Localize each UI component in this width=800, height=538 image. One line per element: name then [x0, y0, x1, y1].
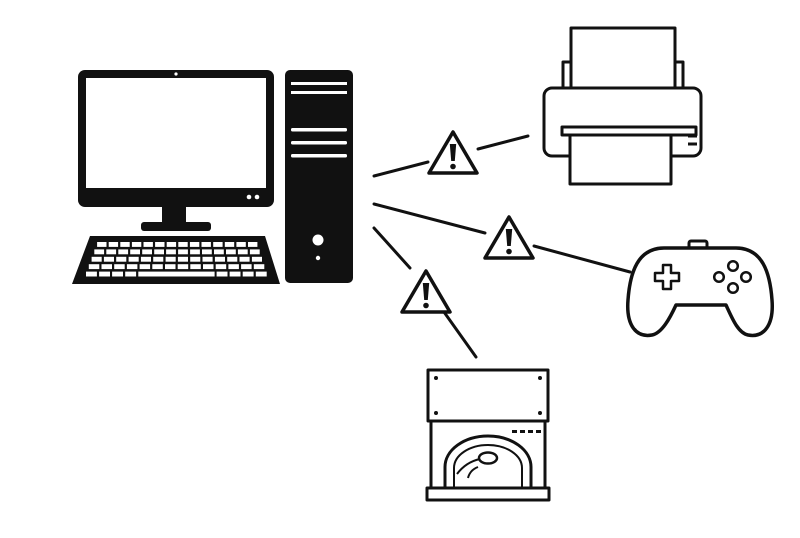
warning-triangle-icon [400, 269, 452, 314]
warning-triangle-icon [427, 130, 479, 175]
warning-triangle-icon [483, 215, 535, 260]
connections [372, 134, 632, 359]
printer-icon [542, 26, 703, 186]
desktop-computer-icon [72, 70, 353, 284]
keyboard-icon [72, 236, 280, 284]
monitor-icon [78, 70, 274, 231]
optical-drive-icon [425, 368, 551, 502]
connection-optical-drive [372, 226, 478, 359]
tower-case-icon [285, 70, 353, 283]
gamepad-icon [626, 239, 774, 338]
connection-gamepad [372, 202, 632, 274]
connection-printer [372, 134, 530, 178]
